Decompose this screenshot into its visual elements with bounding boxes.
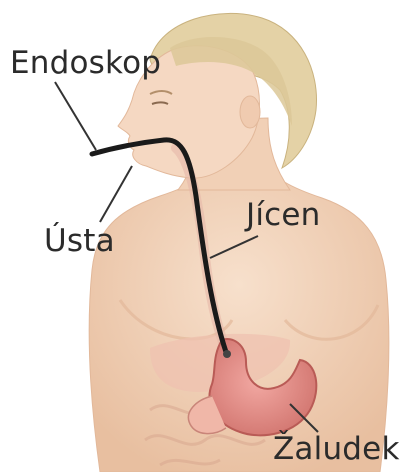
endoskop-label: Endoskop: [10, 48, 161, 79]
usta-label: Ústa: [44, 226, 115, 257]
leader-line-endoskop: [55, 82, 96, 150]
jicen-label: Jícen: [246, 200, 321, 231]
endoscope-tip: [223, 350, 231, 358]
zaludek-label: Žaludek: [273, 434, 400, 465]
ear: [240, 96, 260, 128]
